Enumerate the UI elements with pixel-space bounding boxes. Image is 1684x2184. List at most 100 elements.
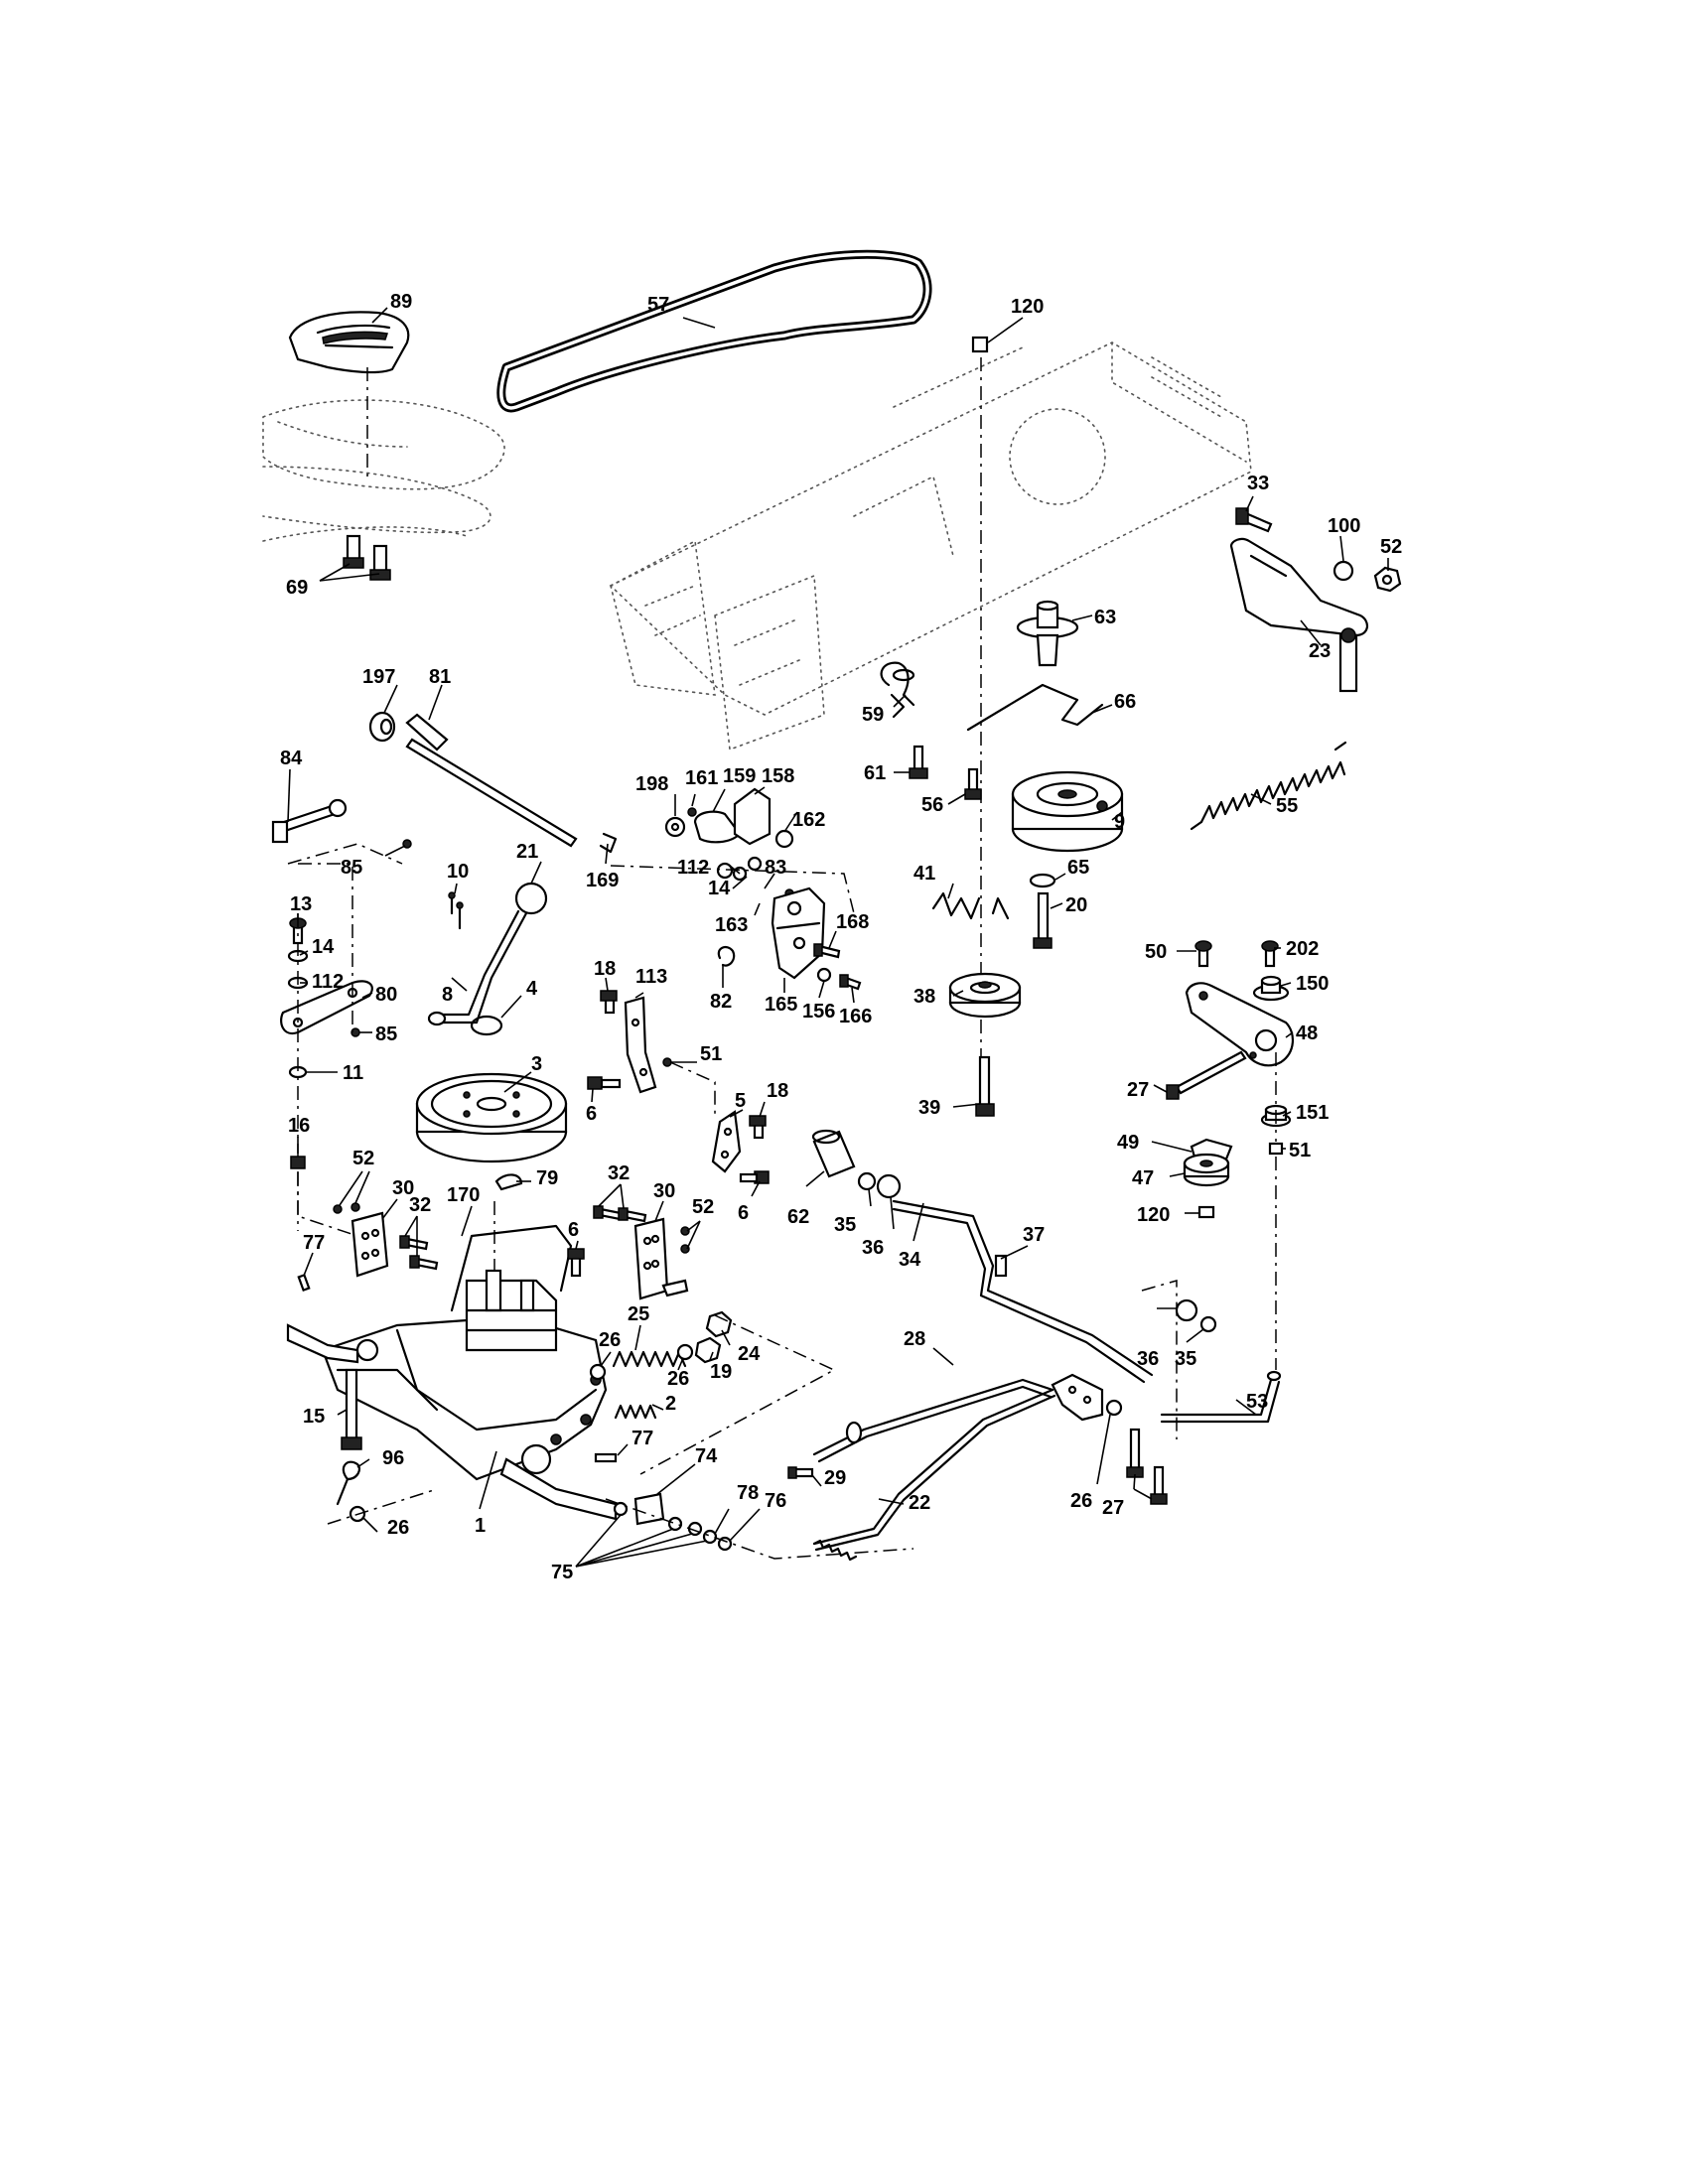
washer-35b	[1199, 1315, 1217, 1333]
wire-41	[931, 891, 1010, 920]
bracket-30a	[351, 1211, 389, 1278]
washer-26a	[589, 1363, 607, 1381]
callout-8: 8	[442, 984, 453, 1006]
pto-clutch-9	[1011, 770, 1124, 853]
callout-15: 15	[303, 1406, 325, 1428]
callout-18: 18	[594, 958, 616, 980]
callout-21: 21	[516, 841, 538, 863]
retaining-ring-4	[470, 1015, 503, 1036]
callout-166: 166	[839, 1006, 872, 1027]
callout-13: 13	[290, 893, 312, 915]
washer-75b	[667, 1516, 683, 1532]
chassis-frame	[609, 341, 1252, 751]
callout-78: 78	[737, 1482, 759, 1504]
screw-56	[964, 767, 982, 800]
callout-158: 158	[762, 765, 794, 787]
callout-32: 32	[608, 1162, 630, 1184]
bracket-5	[711, 1110, 742, 1173]
callout-197: 197	[362, 666, 395, 688]
callout-83: 83	[765, 857, 786, 879]
bracket-113	[624, 996, 657, 1094]
bracket-80	[280, 980, 373, 1035]
callout-161: 161	[685, 767, 718, 789]
washer-35a	[857, 1171, 877, 1191]
callout-24: 24	[738, 1343, 761, 1365]
wire-66	[966, 683, 1104, 732]
bolt-20	[1033, 891, 1052, 949]
drive-belt	[496, 249, 932, 413]
nut-52c1	[680, 1226, 690, 1236]
callout-39: 39	[918, 1097, 940, 1119]
nut-51a	[662, 1057, 672, 1067]
spacer-62	[811, 1129, 856, 1178]
bracket-30b	[633, 1217, 689, 1300]
pulley-47	[1183, 1153, 1230, 1187]
callout-96: 96	[382, 1447, 404, 1469]
callout-14: 14	[708, 878, 731, 899]
callout-69: 69	[286, 577, 308, 599]
callout-151: 151	[1296, 1102, 1329, 1124]
leader-lines	[287, 307, 1389, 1568]
callout-162: 162	[792, 809, 825, 831]
bolt-202	[1261, 940, 1279, 968]
dash-75	[605, 1498, 914, 1560]
nut-52-top	[1373, 566, 1402, 593]
callout-50: 50	[1145, 941, 1167, 963]
callout-112: 112	[677, 857, 709, 879]
callout-62: 62	[787, 1206, 809, 1228]
spring-25	[612, 1350, 687, 1368]
callout-159: 159	[723, 765, 756, 787]
callout-52: 52	[1380, 536, 1402, 558]
callout-150: 150	[1296, 973, 1329, 995]
callout-80: 80	[375, 984, 397, 1006]
callout-55: 55	[1276, 795, 1298, 817]
callout-74: 74	[695, 1445, 718, 1467]
bolt-33	[1235, 507, 1273, 533]
callout-49: 49	[1117, 1132, 1139, 1154]
dash-cluster	[610, 865, 855, 914]
callout-165: 165	[765, 994, 797, 1016]
bolt-18a	[600, 990, 618, 1015]
callout-84: 84	[280, 748, 303, 769]
callout-29: 29	[824, 1467, 846, 1489]
nut-16	[290, 1156, 306, 1169]
callout-5: 5	[735, 1090, 746, 1112]
bracket-165	[771, 887, 826, 980]
callout-100: 100	[1328, 515, 1360, 537]
bolt-39	[975, 1055, 995, 1117]
nut-120-top	[971, 336, 989, 353]
callout-6: 6	[586, 1103, 597, 1125]
callout-27: 27	[1127, 1079, 1149, 1101]
idler-bracket-23	[1229, 537, 1368, 693]
washer-26c	[1105, 1399, 1123, 1417]
callout-28: 28	[904, 1328, 925, 1350]
callout-41: 41	[913, 863, 935, 885]
callout-77: 77	[303, 1232, 325, 1254]
washer-36b	[1175, 1298, 1198, 1322]
bolts-32b	[593, 1205, 647, 1223]
callout-26: 26	[1070, 1490, 1092, 1512]
bolt-29	[787, 1466, 814, 1479]
fender-panel	[262, 399, 505, 542]
callout-113: 113	[635, 966, 667, 988]
dash-16	[297, 1171, 358, 1237]
callout-57: 57	[647, 294, 669, 316]
pulley-38	[948, 972, 1022, 1019]
callout-33: 33	[1247, 473, 1269, 494]
bracket-59	[880, 661, 915, 719]
washer-65	[1029, 873, 1056, 888]
clip-169	[599, 832, 618, 854]
callout-120: 120	[1137, 1204, 1170, 1226]
callout-36: 36	[1137, 1348, 1159, 1370]
callout-25: 25	[628, 1303, 649, 1325]
callout-3: 3	[531, 1053, 542, 1075]
dash-96	[327, 1488, 438, 1525]
callout-4: 4	[526, 978, 538, 1000]
callout-163: 163	[715, 914, 748, 936]
bushing-150	[1252, 975, 1290, 1002]
callout-27: 27	[1102, 1497, 1124, 1519]
callout-47: 47	[1132, 1167, 1154, 1189]
bolt-18b	[749, 1115, 767, 1140]
callout-53: 53	[1246, 1391, 1268, 1413]
washer-100	[1333, 560, 1354, 582]
